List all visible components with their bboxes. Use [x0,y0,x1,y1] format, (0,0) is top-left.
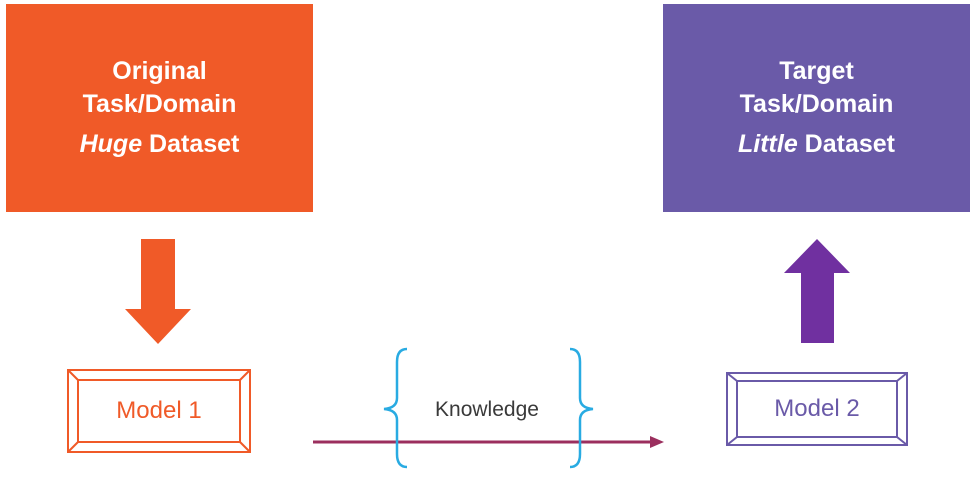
source-box-line1: Original [112,57,207,85]
source-box-line2: Task/Domain [82,90,237,118]
right-brace-icon [569,347,594,469]
up-arrow-icon [784,239,850,343]
target-box-line2: Task/Domain [739,90,894,118]
target-box-line3: Little Dataset [738,128,895,161]
right-arrow-icon [313,436,664,448]
source-box-emphasis: Huge [79,130,143,158]
target-box-line1: Target [779,57,854,85]
source-box-dataset: Dataset [142,130,240,158]
source-task-domain-box: Original Task/Domain Huge Dataset [6,4,313,212]
knowledge-label: Knowledge [435,398,539,421]
source-box-line3: Huge Dataset [80,128,240,161]
target-box-dataset: Dataset [797,130,895,158]
target-task-domain-box: Target Task/Domain Little Dataset [663,4,970,212]
model2-label: Model 2 [774,395,860,422]
target-box-emphasis: Little [738,130,798,158]
down-arrow-icon [125,239,191,344]
model1-label: Model 1 [116,397,202,424]
